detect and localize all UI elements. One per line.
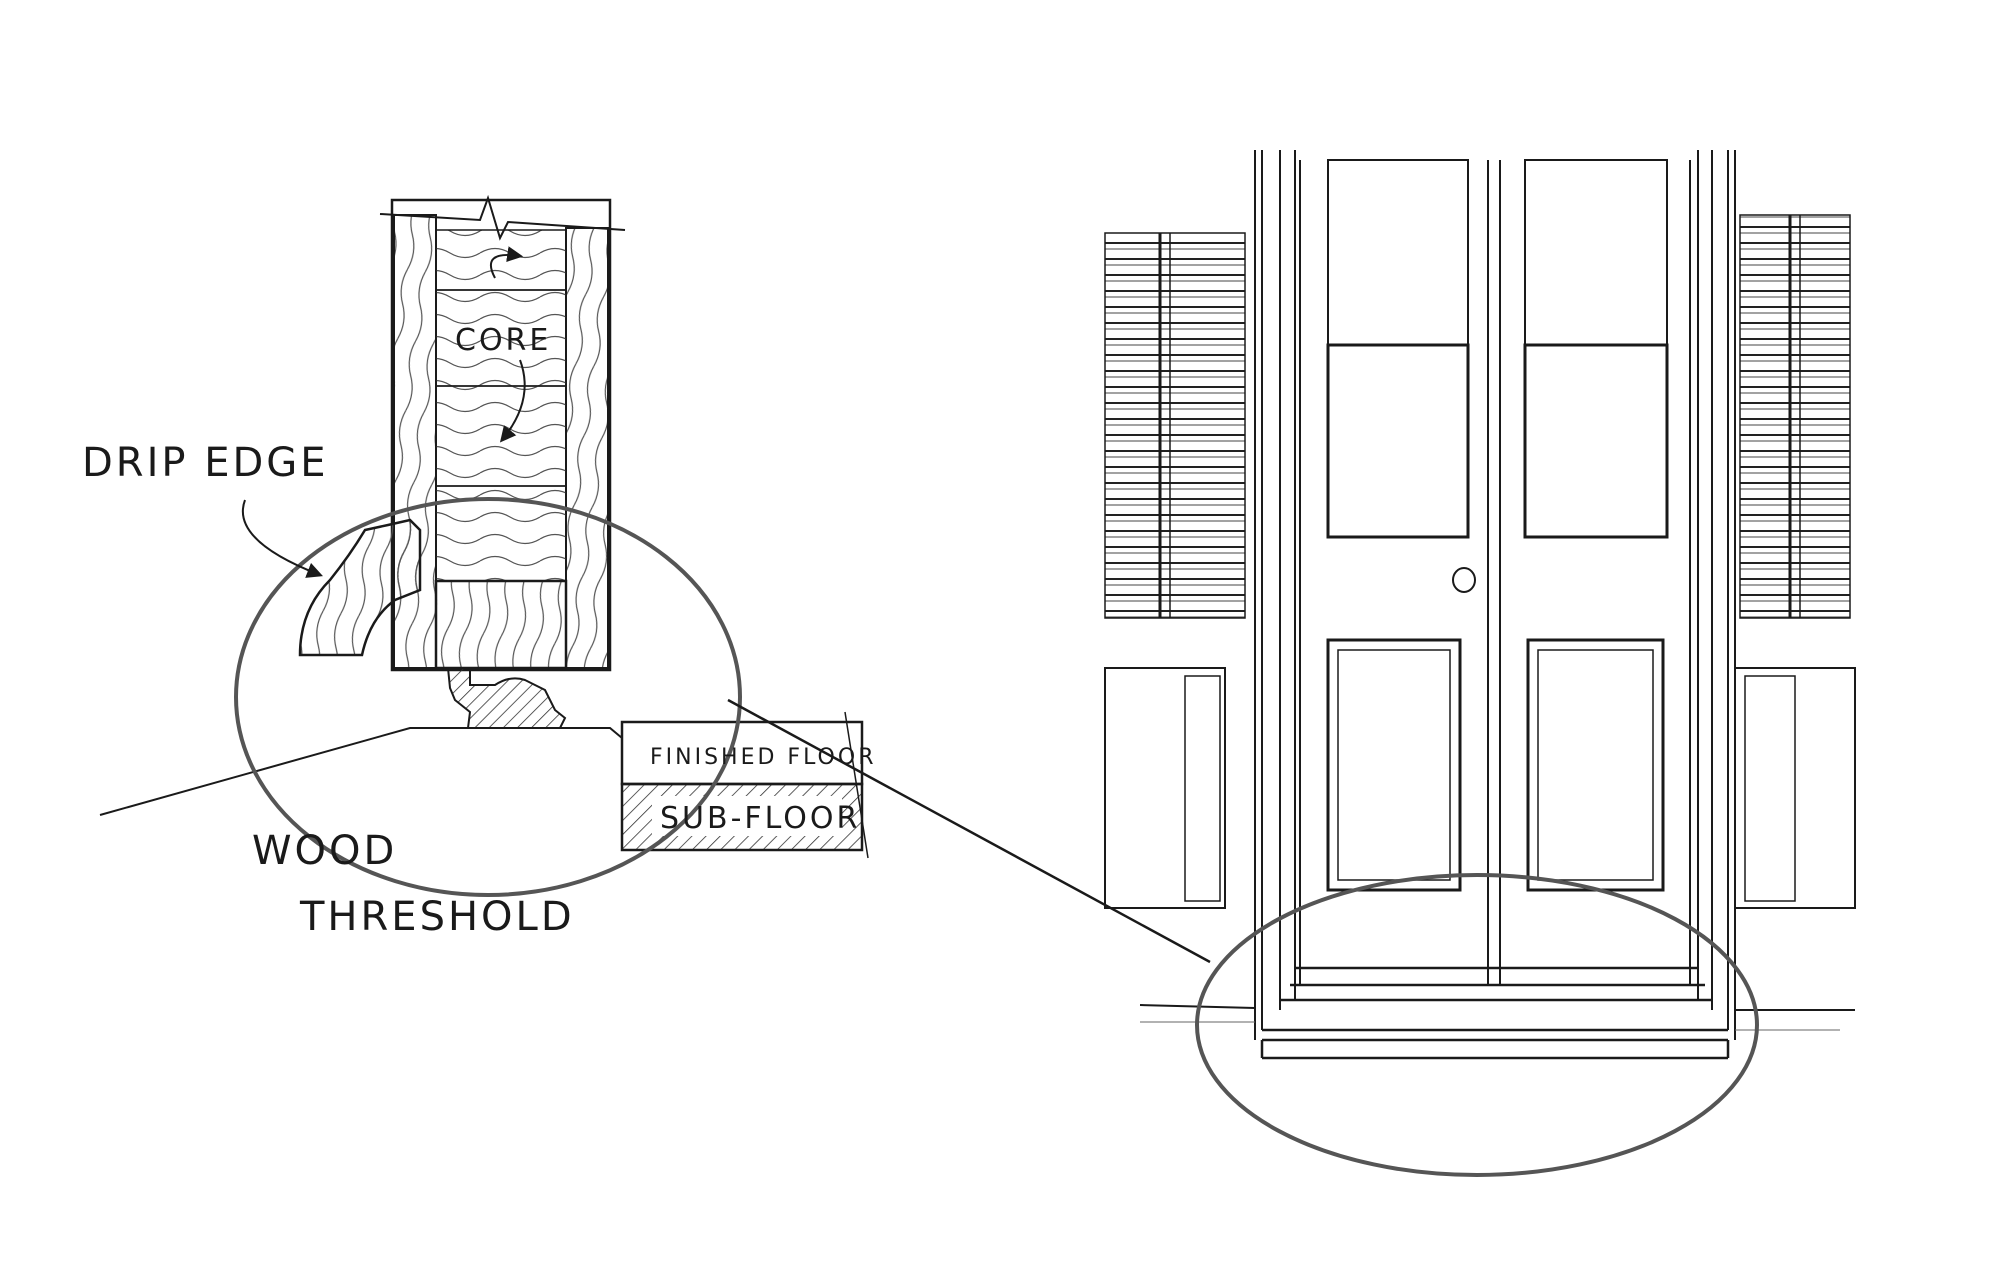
door-frame [1254,150,1736,1040]
wood-threshold-slope [99,727,623,816]
label-core: CORE [455,323,551,358]
core-arrow-down [499,359,526,443]
drip-edge-molding [298,518,422,657]
core-layers [435,229,567,582]
label-sub-floor: SUB-FLOOR [660,801,860,836]
callout-connector-line [727,698,1211,964]
bottom-rail [434,579,568,670]
right-door-leaf [1499,159,1691,985]
door-elevation [1104,150,1856,1177]
door-sill [1260,966,1730,1060]
left-shutter [1104,232,1246,909]
left-door-leaf [1299,159,1489,985]
stile-right [565,227,609,669]
label-drip-edge: DRIP EDGE [82,440,329,486]
right-shutter [1734,214,1856,909]
label-finished-floor: FINISHED FLOOR [650,745,876,770]
door-knob [1452,567,1476,593]
door-section-outline [390,198,612,672]
drip-edge-arrow [241,499,323,578]
label-threshold: THRESHOLD [299,894,575,940]
label-wood: WOOD [252,828,397,874]
core-arrow-up [489,246,524,279]
threshold-profile [446,667,567,729]
elevation-callout-circle [1195,873,1759,1177]
door-section-detail: CORE DRIP EDGE FINISHED FLOOR SUB-FLOOR … [82,194,1211,964]
break-mark [379,194,626,241]
detail-callout-circle [234,497,742,897]
stile-left [393,214,437,669]
